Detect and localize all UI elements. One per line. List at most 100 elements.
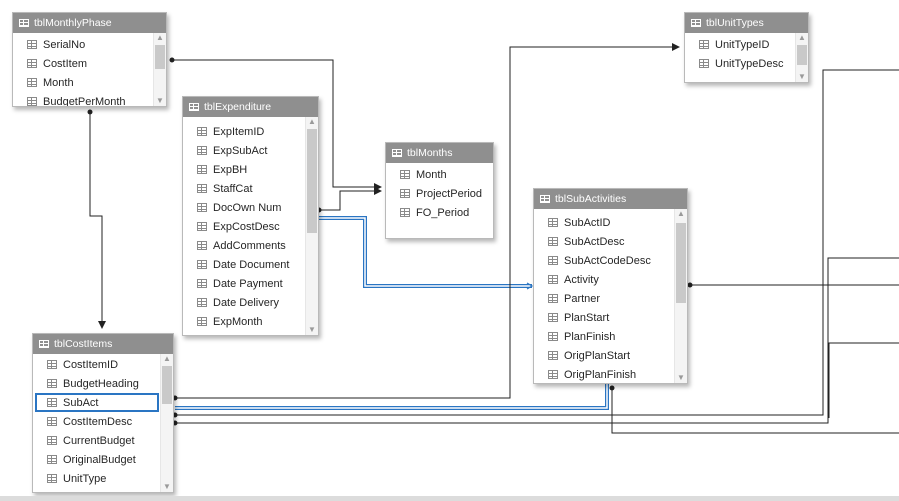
- field-label: CostItemID: [63, 358, 119, 371]
- field-item[interactable]: AddComments: [183, 236, 306, 255]
- table-cost-items[interactable]: tblCostItems CostItemID BudgetHeading Su…: [32, 333, 174, 493]
- field-item[interactable]: ExpSubAct: [183, 141, 306, 160]
- vertical-scrollbar[interactable]: ▲ ▼: [795, 33, 808, 82]
- table-title: tblMonthlyPhase: [34, 17, 112, 29]
- field-item[interactable]: OrigPlanFinish: [534, 365, 675, 383]
- field-item[interactable]: Date Delivery: [183, 293, 306, 312]
- field-label: ExpCostDesc: [213, 220, 280, 233]
- vertical-scrollbar[interactable]: ▲ ▼: [160, 354, 173, 492]
- link-expenditure-subactivities-highlight: [319, 216, 534, 290]
- field-label: FO_Period: [416, 206, 470, 219]
- field-item[interactable]: CurrentBudget: [33, 431, 161, 450]
- field-label: PlanFinish: [564, 330, 616, 343]
- scroll-down-arrow-icon[interactable]: ▼: [798, 72, 806, 81]
- vertical-scrollbar[interactable]: ▲ ▼: [674, 209, 687, 383]
- field-item-selected[interactable]: SubAct: [35, 393, 159, 412]
- column-icon: [548, 313, 558, 322]
- field-item[interactable]: CostItem: [13, 54, 154, 73]
- table-title: tblMonths: [407, 147, 453, 159]
- field-label: OrigPlanStart: [564, 349, 631, 362]
- table-sub-activities[interactable]: tblSubActivities SubActID SubActDesc Sub…: [533, 188, 688, 384]
- column-icon: [197, 279, 207, 288]
- field-label: SubActCodeDesc: [564, 254, 651, 267]
- table-unit-types[interactable]: tblUnitTypes UnitTypeID UnitTypeDesc ▲ ▼: [684, 12, 809, 83]
- field-item[interactable]: BudgetHeading: [33, 374, 161, 393]
- field-item[interactable]: DocOwn Num: [183, 198, 306, 217]
- field-item[interactable]: SerialNo: [13, 35, 154, 54]
- field-label: PlanStart: [564, 311, 610, 324]
- scroll-down-arrow-icon[interactable]: ▼: [163, 482, 171, 491]
- field-item[interactable]: ExpMonth: [183, 312, 306, 331]
- link-subactivities-bottom: [609, 385, 899, 434]
- field-item[interactable]: SubActID: [534, 213, 675, 232]
- table-title-bar[interactable]: tblExpenditure: [183, 97, 318, 117]
- column-icon: [47, 379, 57, 388]
- table-months[interactable]: tblMonths Month ProjectPeriod FO_Period: [385, 142, 494, 239]
- field-label: CostItemDesc: [63, 415, 133, 428]
- field-item[interactable]: ExpCostDesc: [183, 217, 306, 236]
- table-monthly-phase[interactable]: tblMonthlyPhase SerialNo CostItem Month …: [12, 12, 167, 107]
- field-item[interactable]: CostItemDesc: [33, 412, 161, 431]
- field-item[interactable]: PlanStart: [534, 308, 675, 327]
- vertical-scrollbar[interactable]: ▲ ▼: [153, 33, 166, 106]
- field-label: Partner: [564, 292, 601, 305]
- scroll-down-arrow-icon[interactable]: ▼: [308, 325, 316, 334]
- scroll-up-arrow-icon[interactable]: ▲: [677, 209, 685, 218]
- column-icon: [548, 218, 558, 227]
- vertical-scrollbar[interactable]: ▲ ▼: [305, 117, 318, 335]
- field-item[interactable]: ProjectPeriod: [386, 184, 493, 203]
- field-item[interactable]: SubActCodeDesc: [534, 251, 675, 270]
- field-item[interactable]: UnitTypeID: [685, 35, 796, 54]
- field-item[interactable]: BudgetPerMonth: [13, 92, 154, 106]
- scroll-up-arrow-icon[interactable]: ▲: [798, 33, 806, 42]
- scroll-up-arrow-icon[interactable]: ▲: [156, 33, 164, 42]
- scroll-up-arrow-icon[interactable]: ▲: [308, 117, 316, 126]
- scroll-down-arrow-icon[interactable]: ▼: [677, 373, 685, 382]
- field-label: BudgetHeading: [63, 377, 139, 390]
- scroll-down-arrow-icon[interactable]: ▼: [156, 96, 164, 105]
- field-label: SerialNo: [43, 38, 86, 51]
- field-item[interactable]: StaffCat: [183, 179, 306, 198]
- field-item[interactable]: OriginalBudget: [33, 450, 161, 469]
- scroll-thumb[interactable]: [307, 129, 317, 233]
- table-icon: [189, 103, 199, 111]
- field-item[interactable]: Month: [13, 73, 154, 92]
- table-title-bar[interactable]: tblCostItems: [33, 334, 173, 354]
- column-icon: [197, 127, 207, 136]
- field-item[interactable]: ExpItemID: [183, 122, 306, 141]
- column-icon: [197, 222, 207, 231]
- table-expenditure[interactable]: tblExpenditure ExpItemID ExpSubAct ExpBH…: [182, 96, 319, 336]
- column-icon: [400, 208, 410, 217]
- field-item[interactable]: ExpBH: [183, 160, 306, 179]
- column-icon: [548, 237, 558, 246]
- table-title: tblCostItems: [54, 338, 113, 350]
- field-item[interactable]: CostItemID: [33, 355, 161, 374]
- field-item[interactable]: UnitTypeDesc: [685, 54, 796, 73]
- field-item[interactable]: Month: [386, 165, 493, 184]
- table-title-bar[interactable]: tblMonthlyPhase: [13, 13, 166, 33]
- field-item[interactable]: UnitType: [33, 469, 161, 488]
- scroll-up-arrow-icon[interactable]: ▲: [163, 354, 171, 363]
- scroll-thumb[interactable]: [797, 45, 807, 65]
- scroll-thumb[interactable]: [676, 223, 686, 303]
- column-icon: [548, 332, 558, 341]
- field-item[interactable]: Activity: [534, 270, 675, 289]
- field-item[interactable]: SubActDesc: [534, 232, 675, 251]
- scroll-thumb[interactable]: [162, 366, 172, 404]
- scroll-thumb[interactable]: [155, 45, 165, 69]
- field-label: StaffCat: [213, 182, 253, 195]
- table-title-bar[interactable]: tblUnitTypes: [685, 13, 808, 33]
- field-item[interactable]: PlanFinish: [534, 327, 675, 346]
- table-title-bar[interactable]: tblSubActivities: [534, 189, 687, 209]
- field-label: Month: [416, 168, 447, 181]
- horizontal-scrollbar[interactable]: [0, 496, 899, 501]
- field-item[interactable]: Partner: [534, 289, 675, 308]
- field-item[interactable]: OrigPlanStart: [534, 346, 675, 365]
- field-item[interactable]: FO_Period: [386, 203, 493, 222]
- column-icon: [47, 436, 57, 445]
- field-item[interactable]: Date Document: [183, 255, 306, 274]
- field-item[interactable]: Date Payment: [183, 274, 306, 293]
- field-list: SerialNo CostItem Month BudgetPerMonth: [13, 35, 154, 106]
- table-title-bar[interactable]: tblMonths: [386, 143, 493, 163]
